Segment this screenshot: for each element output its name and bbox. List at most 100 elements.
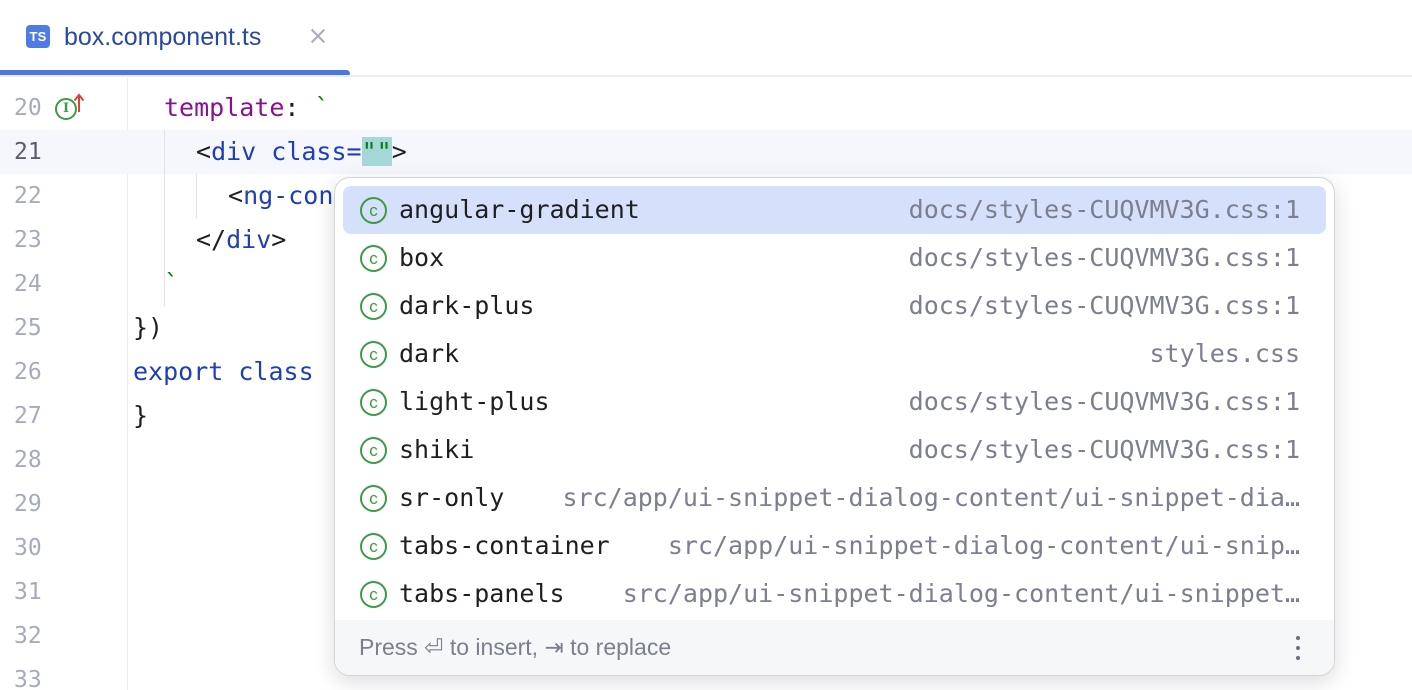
tab-title: box.component.ts [64,23,262,51]
completion-item[interactable]: c sr-only src/app/ui-snippet-dialog-conten… [343,474,1326,522]
code-line[interactable]: 21 <div class=""> [0,130,1412,174]
line-number: 26 [14,359,42,385]
code-token: div [226,225,272,254]
line-number: 23 [14,227,42,253]
css-class-icon: c [360,581,387,608]
css-class-icon: c [360,293,387,320]
css-class-icon: c [360,437,387,464]
tab-box-component-ts[interactable]: TS box.component.ts [0,0,350,78]
code-text: template: ` [164,93,330,123]
completion-item-name: light-plus [399,387,550,416]
code-line[interactable]: 25}) [0,306,1412,350]
navigate-up-arrow-icon [73,93,85,112]
line-number: 22 [14,183,42,209]
code-token: export [133,357,224,386]
code-token: < [196,137,212,166]
css-class-icon: c [360,389,387,416]
completion-item-location: docs/styles-CUQVMV3G.css:1 [908,291,1300,320]
tab-bar-divider [0,75,1412,77]
close-icon[interactable] [306,22,330,50]
code-line[interactable]: 23 </div> [0,218,1412,262]
completion-item[interactable]: c tabs-panels src/app/ui-snippet-dialog-co… [343,570,1326,618]
code-line[interactable]: 20 template: ` [0,86,1412,130]
line-number: 31 [14,579,42,605]
code-token: ` [314,93,330,122]
line-number: 32 [14,623,42,649]
line-number: 28 [14,447,42,473]
line-number: 33 [14,667,42,690]
code-token: ng-con [243,181,334,210]
code-token: div [211,137,257,166]
more-vertical-icon[interactable] [1288,634,1308,662]
line-number: 27 [14,403,42,429]
code-line[interactable]: 31 [0,570,1412,614]
completion-item-location: docs/styles-CUQVMV3G.css:1 [908,243,1300,272]
completion-item-location: docs/styles-CUQVMV3G.css:1 [908,387,1300,416]
code-token: class [271,137,347,166]
editor-tab-bar: TS box.component.ts [0,0,1412,78]
code-token [223,357,238,386]
code-line[interactable]: 24 ` [0,262,1412,306]
code-token: > [391,137,407,166]
code-token: template [164,93,285,122]
completion-item-location: src/app/ui-snippet-dialog-content/ui-sni… [667,531,1300,560]
line-number: 25 [14,315,42,341]
css-class-icon: c [360,485,387,512]
completion-item-location: src/app/ui-snippet-dialog-content/ui-sni… [622,579,1300,608]
code-line[interactable]: 32 [0,614,1412,658]
css-class-icon: c [360,341,387,368]
completion-item-name: tabs-container [399,531,610,560]
code-text: export class [133,357,314,387]
completion-item-location: docs/styles-CUQVMV3G.css:1 [908,435,1300,464]
line-number: 20 [14,95,42,121]
code-line[interactable]: 27} [0,394,1412,438]
code-token: }) [133,313,164,342]
code-line[interactable]: 28 [0,438,1412,482]
completion-item-name: dark [399,339,460,368]
completion-item-name: shiki [399,435,475,464]
completion-item[interactable]: c tabs-container src/app/ui-snippet-dialog… [343,522,1326,570]
code-line[interactable]: 22 <ng-con [0,174,1412,218]
completion-item[interactable]: c light-plus docs/styles-CUQVMV3G.css:1 [343,378,1326,426]
code-line[interactable]: 26 export class [0,350,1412,394]
completion-footer: Press ⏎ to insert, ⇥ to replace [335,620,1334,675]
code-token: "" [361,137,392,166]
indent-guide [196,174,197,218]
code-token: ` [164,269,180,298]
code-line[interactable]: 29 [0,482,1412,526]
implements-interface-icon[interactable]: I [55,98,77,120]
completion-item-location: src/app/ui-snippet-dialog-content/ui-sni… [562,483,1300,512]
code-text: </div> [196,225,286,255]
code-token: </ [196,225,227,254]
code-token [256,137,271,166]
code-text: <div class=""> [196,137,407,167]
line-number: 21 [14,139,42,165]
code-token: > [271,225,287,254]
code-text: } [133,401,148,431]
completion-item-name: sr-only [399,483,505,512]
code-text: }) [133,313,163,343]
indent-guide [164,130,165,306]
code-line[interactable]: 30 [0,526,1412,570]
code-token: } [133,401,149,430]
completion-item-name: box [399,243,445,272]
completion-item-location: docs/styles-CUQVMV3G.css:1 [908,195,1300,224]
line-number: 29 [14,491,42,517]
code-token: class [238,357,314,386]
css-class-icon: c [360,533,387,560]
completion-hint: Press ⏎ to insert, ⇥ to replace [359,634,672,660]
code-line[interactable]: 33 [0,658,1412,690]
css-class-icon: c [360,245,387,272]
line-number: 24 [14,271,42,297]
completion-item-location: styles.css [1149,339,1300,368]
completion-item-name: tabs-panels [399,579,565,608]
code-token: < [228,181,244,210]
